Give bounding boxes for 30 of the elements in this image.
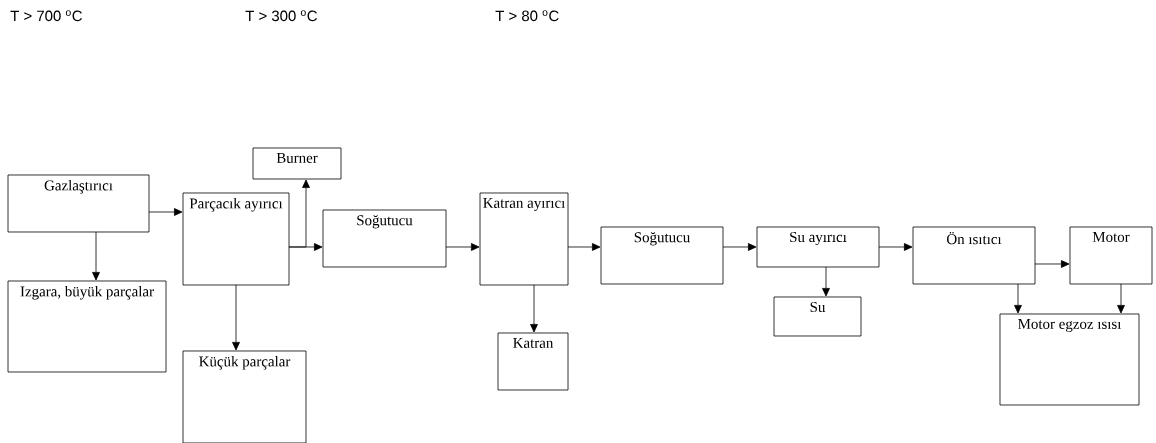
arrow xyxy=(722,243,757,251)
temperature-label: T > 700 $^{o}$C xyxy=(10,10,82,22)
process-box: Gazlaştırıcı xyxy=(7,174,150,233)
process-box: Soğutucu xyxy=(600,226,724,285)
process-box: Su xyxy=(773,296,862,337)
process-box: Izgara, büyük parçalar xyxy=(7,280,167,373)
arrow xyxy=(1014,283,1022,314)
arrow xyxy=(567,243,601,251)
process-box: Katran ayırıcı xyxy=(479,192,569,286)
arrow xyxy=(92,231,100,281)
arrow xyxy=(1117,283,1125,314)
arrow xyxy=(822,266,830,297)
arrow xyxy=(445,243,480,251)
temperature-label: T > 80 $^{o}$C xyxy=(495,10,559,22)
arrow xyxy=(1034,260,1070,268)
arrow xyxy=(288,243,323,251)
process-box: Su ayırıcı xyxy=(756,226,880,268)
arrow xyxy=(232,284,240,351)
process-box: Ön ısıtıcı xyxy=(912,226,1036,285)
process-box: Motor egzoz ısısı xyxy=(999,313,1140,406)
temperature-label: T > 300 $^{o}$C xyxy=(245,10,317,22)
arrow xyxy=(530,284,538,333)
arrow xyxy=(878,243,913,251)
process-box: Soğutucu xyxy=(322,209,447,268)
arrow xyxy=(148,208,183,216)
process-box: Burner xyxy=(252,147,342,180)
process-box: Parçacık ayırıcı xyxy=(182,192,290,286)
process-box: Küçük parçalar xyxy=(182,350,307,443)
process-box: Motor xyxy=(1069,226,1153,285)
process-box: Katran xyxy=(497,332,569,391)
